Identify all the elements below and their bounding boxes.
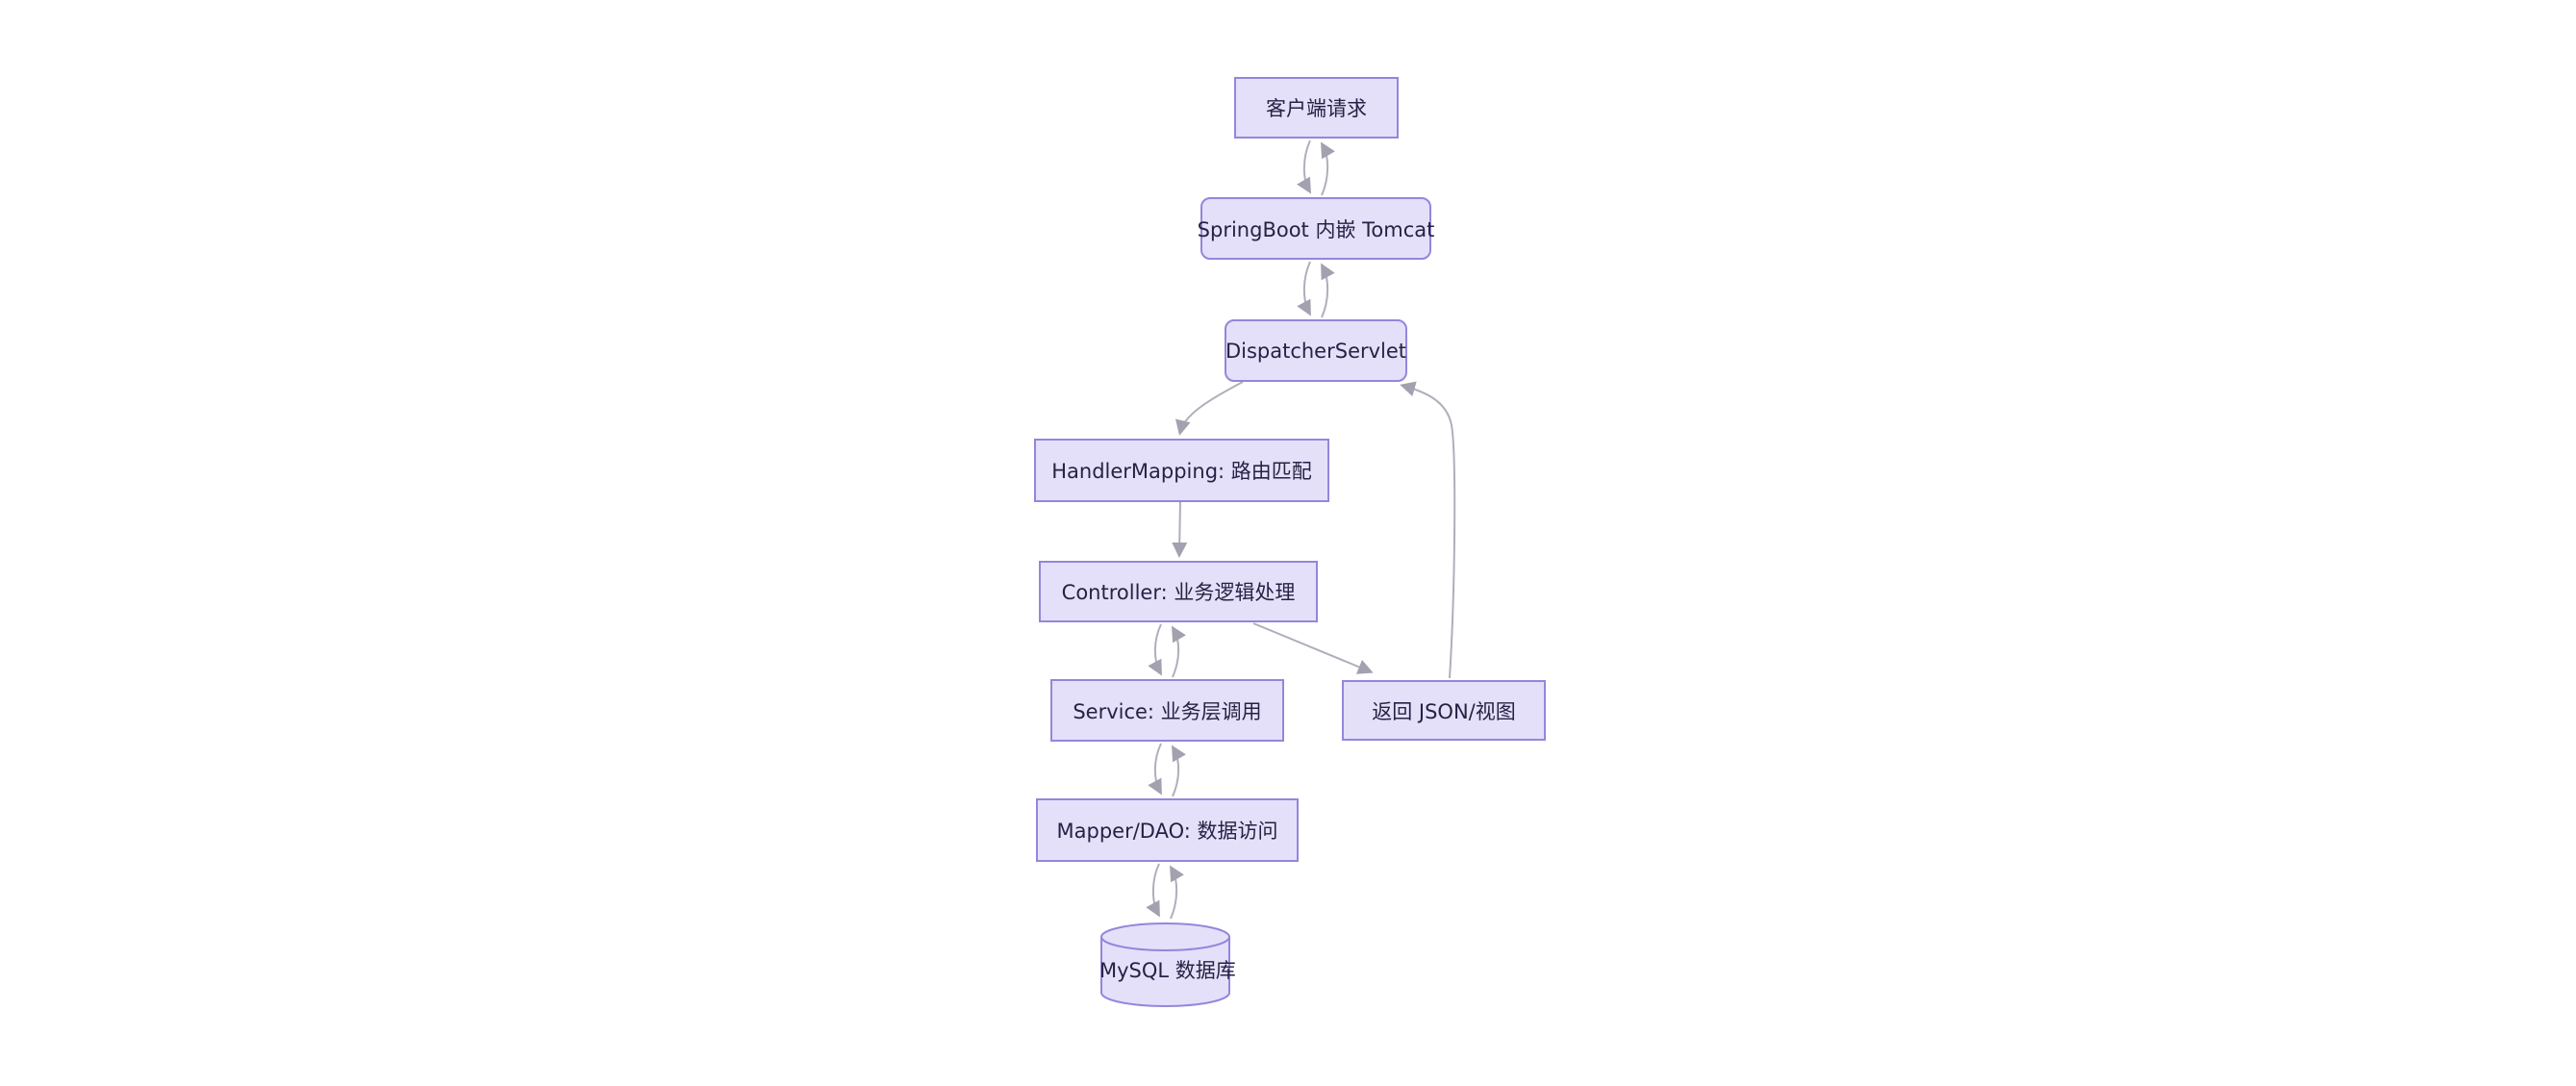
- edge-dispatcher-handlermapping: [1174, 381, 1244, 436]
- node-return-view-label: 返回 JSON/视图: [1372, 699, 1516, 723]
- node-service-label: Service: 业务层调用: [1073, 699, 1262, 723]
- node-tomcat: SpringBoot 内嵌 Tomcat: [1198, 197, 1434, 260]
- node-service: Service: 业务层调用: [1050, 679, 1284, 742]
- node-mapper-dao: Mapper/DAO: 数据访问: [1036, 798, 1299, 862]
- edge-handlermapping-controller: [1172, 501, 1188, 558]
- node-client-label: 客户端请求: [1266, 97, 1367, 120]
- edge-controller-service-down: [1148, 623, 1162, 676]
- edge-mapperdao-mysql-down: [1146, 863, 1160, 918]
- edge-tomcat-dispatcher-down: [1297, 261, 1311, 316]
- node-client: 客户端请求: [1234, 77, 1399, 139]
- node-handler-mapping-label: HandlerMapping: 路由匹配: [1051, 460, 1312, 483]
- node-tomcat-label: SpringBoot 内嵌 Tomcat: [1197, 217, 1435, 241]
- edge-mysql-mapperdao-up: [1169, 865, 1184, 920]
- node-controller: Controller: 业务逻辑处理: [1039, 561, 1318, 622]
- database-cylinder-icon: [1100, 922, 1230, 1007]
- node-handler-mapping: HandlerMapping: 路由匹配: [1034, 439, 1329, 502]
- node-mysql-database-label: MySQL 数据库: [1099, 958, 1236, 982]
- edge-service-mapperdao-down: [1148, 743, 1162, 796]
- edge-mapperdao-service-up: [1171, 745, 1186, 797]
- edge-client-tomcat-down: [1297, 139, 1312, 194]
- node-return-view: 返回 JSON/视图: [1342, 680, 1546, 741]
- edge-returnview-dispatcher: [1400, 381, 1456, 679]
- edge-dispatcher-tomcat-up: [1321, 263, 1335, 318]
- node-dispatcher-servlet-label: DispatcherServlet: [1225, 339, 1407, 363]
- node-mapper-dao-label: Mapper/DAO: 数据访问: [1056, 820, 1278, 843]
- edge-controller-returnview: [1252, 622, 1374, 674]
- node-controller-label: Controller: 业务逻辑处理: [1061, 581, 1296, 604]
- node-mysql-database: MySQL 数据库: [1099, 922, 1236, 1008]
- edge-service-controller-up: [1171, 625, 1186, 678]
- edge-tomcat-client-up: [1320, 141, 1335, 196]
- node-dispatcher-servlet: DispatcherServlet: [1225, 319, 1407, 382]
